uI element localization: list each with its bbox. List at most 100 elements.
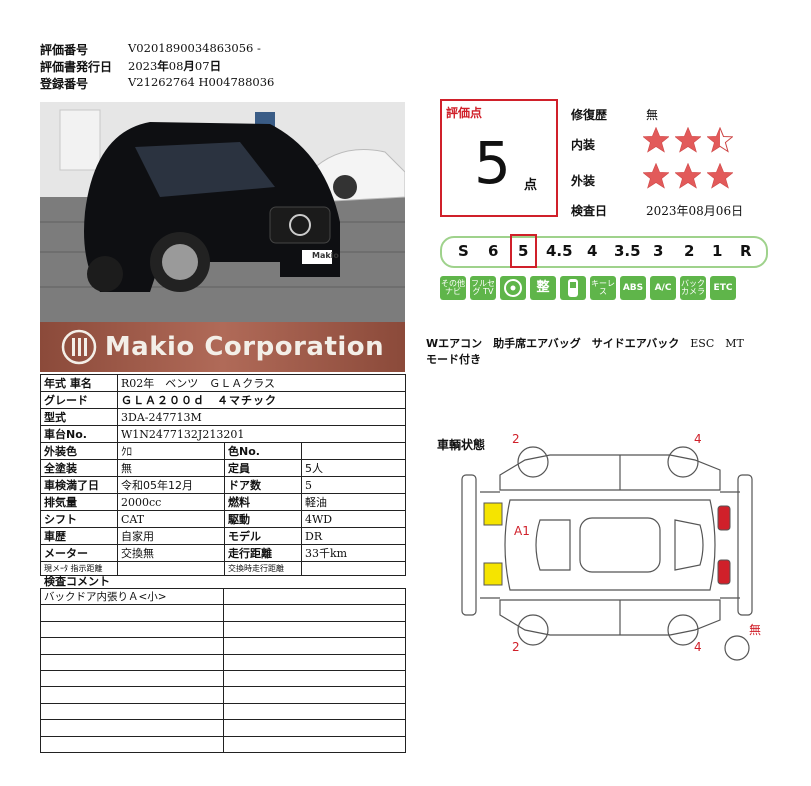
score-value: 5 [474, 129, 511, 197]
spec-value: 5人 [301, 459, 406, 477]
repair-value: 無 [646, 108, 659, 122]
spec-key: 排気量 [40, 493, 118, 511]
spec-value: 交換無 [117, 544, 225, 562]
table-row [40, 620, 406, 639]
eval-no: V0201890034863056 - [128, 41, 261, 55]
grade-item: 1 [712, 242, 723, 260]
grade-item: 4 [587, 242, 598, 260]
comment-line [40, 735, 224, 753]
spec-key: 車検満了日 [40, 476, 118, 494]
table-row [40, 686, 406, 704]
table-row [40, 604, 406, 622]
star-icon [675, 127, 701, 153]
spec-value: 自家用 [117, 527, 225, 545]
star-icon [643, 127, 669, 153]
comment-line [40, 669, 224, 688]
spec-key: 全塗装 [40, 459, 118, 477]
spec-value: 33千km [301, 544, 406, 562]
reg-no: V21262764 H004788036 [128, 75, 275, 89]
comment-line [40, 702, 224, 721]
alloy-wheel-icon [500, 276, 526, 300]
spec-value: 3DA-247713M [117, 408, 406, 426]
grade-item: 3.5 [614, 242, 641, 260]
star-icon [707, 127, 733, 153]
eval-no-label: 評価番号 [40, 43, 89, 57]
brand-logo-icon [61, 329, 97, 365]
table-row [40, 735, 406, 753]
star-icon [675, 163, 701, 189]
mark-rear-left: 2 [512, 640, 520, 654]
plate-text: Makio [312, 251, 339, 260]
table-row: 外装色ｸﾛ色No. [40, 442, 406, 460]
table-row [40, 719, 406, 737]
comment-line [40, 604, 224, 622]
equipment-text: Wエアコン 助手席エアバッグ サイドエアバック ESC MT モード付き [426, 337, 744, 366]
spec-value: 令和05年12月 [117, 476, 225, 494]
interior-label: 内装 [571, 138, 596, 152]
spec-key: 車台No. [40, 425, 118, 443]
comment-line: バックドア内張りＡ<小> [40, 587, 224, 606]
car-diagram [461, 446, 753, 661]
comment-line [40, 686, 224, 704]
spec-key: 色No. [224, 442, 302, 460]
comment-title: 検査コメント [44, 575, 110, 588]
spec-value: W1N2477132J213201 [117, 425, 406, 443]
grade-selected-marker [510, 234, 537, 268]
spec-value: R02年 ベンツ ＧＬＡクラス [117, 374, 406, 392]
spec-value [301, 442, 406, 460]
comment-line [40, 653, 224, 671]
spec-value: 4WD [301, 510, 406, 528]
issue-date-label: 評価書発行日 [40, 60, 113, 74]
grade-scale: S 6 5 4.5 4 3.5 3 2 1 R [440, 234, 768, 268]
smart-key-icon [560, 276, 586, 300]
spec-key: 定員 [224, 459, 302, 477]
spec-value: CAT [117, 510, 225, 528]
spec-value: ＧＬＡ２００ｄ ４マチック [117, 391, 406, 409]
table-row: バックドア内張りＡ<小> [40, 587, 406, 606]
comment-table: バックドア内張りＡ<小> [40, 587, 406, 753]
table-row [40, 653, 406, 671]
spec-value: DR [301, 527, 406, 545]
mark-front-left: 2 [512, 432, 520, 446]
spec-key: 駆動 [224, 510, 302, 528]
maintenance-icon: 整 [530, 276, 556, 300]
diagram-title: 車輌状態 [437, 438, 486, 452]
brand-banner: Makio Corporation [40, 322, 405, 372]
back-camera-icon: バック カメラ [680, 276, 706, 300]
spec-value: 2000cc [117, 493, 225, 511]
table-row [40, 702, 406, 721]
spec-value: 軽油 [301, 493, 406, 511]
star-icon [707, 163, 733, 189]
score-unit: 点 [524, 178, 538, 193]
issue-date: 2023年08月07日 [128, 59, 222, 73]
grade-item: 3 [653, 242, 664, 260]
comment-line [40, 637, 224, 655]
car-photo: Makio [40, 102, 405, 372]
score-label: 評価点 [446, 106, 483, 120]
abs-icon: ABS [620, 276, 646, 300]
inspect-date: 2023年08月06日 [646, 204, 744, 218]
spec-key: モデル [224, 527, 302, 545]
spec-key: メーター [40, 544, 118, 562]
table-row: 車台No.W1N2477132J213201 [40, 425, 406, 443]
spec-key: 年式 車名 [40, 374, 118, 392]
inspect-label: 検査日 [571, 204, 608, 218]
reg-no-label: 登録番号 [40, 77, 89, 91]
table-row [40, 637, 406, 655]
grade-item: 2 [684, 242, 695, 260]
spec-key: シフト [40, 510, 118, 528]
car-photo-illustration [40, 102, 405, 322]
spec-key: 現メｰﾀ 指示距離 [40, 561, 118, 576]
comment-line [40, 719, 224, 737]
mark-side-a1: A1 [514, 524, 530, 538]
comment-line [40, 620, 224, 639]
spec-key: 型式 [40, 408, 118, 426]
